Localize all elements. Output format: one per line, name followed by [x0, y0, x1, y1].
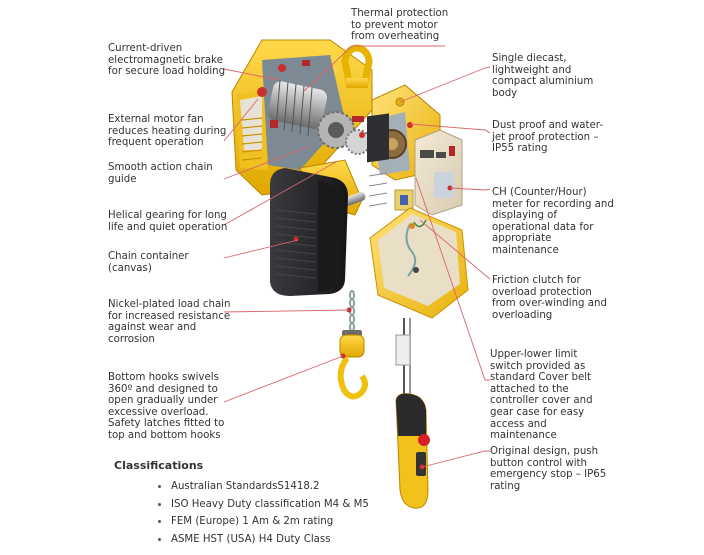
callout-ip55: Dust proof and water- jet proof protecti…	[492, 120, 604, 155]
pendant-controller	[395, 318, 430, 509]
classifications-list: Australian StandardsS1418.2 ISO Heavy Du…	[156, 478, 369, 548]
controller-cover	[369, 207, 469, 319]
callout-chain-guide: Smooth action chain guide	[108, 162, 213, 185]
callout-limit-switch: Upper-lower limit switch provided as sta…	[490, 349, 593, 442]
classifications-title: Classifications	[114, 459, 204, 472]
callout-ch-meter: CH (Counter/Hour) meter for recording an…	[492, 187, 614, 256]
classification-item: Australian StandardsS1418.2	[156, 478, 369, 496]
callout-brake: Current-driven electromagnetic brake for…	[108, 43, 226, 78]
callout-load-chain: Nickel-plated load chain for increased r…	[108, 299, 231, 345]
classification-item: FEM (Europe) 1 Am & 2m rating	[156, 513, 369, 531]
callout-friction-clutch: Friction clutch for overload protection …	[492, 275, 607, 321]
callout-chain-container: Chain container (canvas)	[108, 251, 189, 274]
callout-motor-fan: External motor fan reduces heating durin…	[108, 114, 227, 149]
callout-helical-gearing: Helical gearing for long life and quiet …	[108, 210, 228, 233]
classification-item: ISO Heavy Duty classification M4 & M5	[156, 496, 369, 514]
bottom-hook	[337, 330, 368, 400]
hoist-body	[231, 39, 463, 216]
callout-diecast-body: Single diecast, lightweight and compact …	[492, 53, 594, 99]
callout-pendant: Original design, push button control wit…	[490, 446, 607, 492]
leader-lines	[223, 45, 491, 468]
classification-item: ASME HST (USA) H4 Duty Class	[156, 531, 369, 549]
chain-container	[270, 168, 348, 296]
load-chain	[349, 290, 355, 332]
callout-bottom-hooks: Bottom hooks swivels 360º and designed t…	[108, 372, 225, 441]
callout-thermal-protection: Thermal protection to prevent motor from…	[351, 8, 449, 43]
